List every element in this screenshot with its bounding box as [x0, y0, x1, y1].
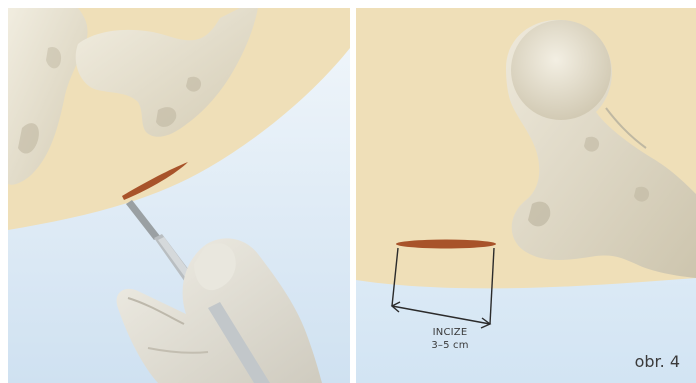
left-illustration — [8, 8, 350, 383]
incision-length-label: INCIZE 3–5 cm — [400, 326, 500, 352]
figure-label: obr. 4 — [635, 352, 680, 371]
left-illustration-panel — [8, 8, 350, 383]
incision-range: 3–5 cm — [400, 339, 500, 352]
right-illustration-panel: INCIZE 3–5 cm — [356, 8, 696, 383]
incision-line — [396, 240, 496, 249]
incision-title: INCIZE — [400, 326, 500, 339]
